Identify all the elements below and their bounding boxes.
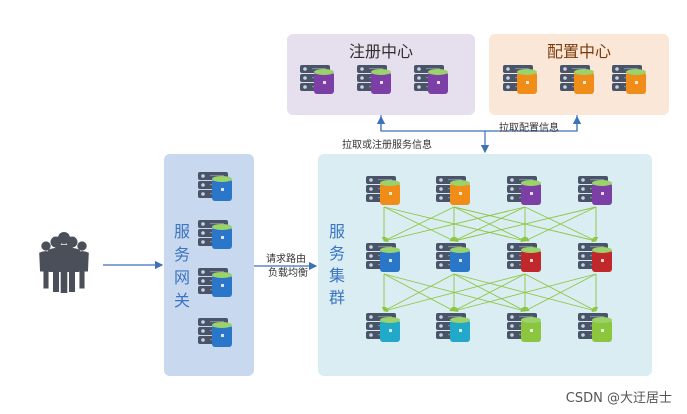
mesh-edge	[453, 273, 597, 313]
mesh-edge	[383, 273, 526, 313]
gateway-title: 服 务 网 关	[174, 222, 190, 310]
pull-config-label: 拉取配置信息	[499, 121, 559, 134]
registry-title: 注册中心	[349, 42, 413, 61]
cluster-server-r3c2	[436, 313, 470, 342]
svg-text:群: 群	[329, 288, 345, 307]
registry-server-1	[300, 65, 334, 94]
people-group-icon	[39, 231, 89, 293]
mesh-edge	[524, 206, 597, 242]
cluster-server-r2c3	[507, 243, 541, 272]
svg-text:集: 集	[329, 266, 345, 285]
cluster-server-r2c2	[436, 243, 470, 272]
gateway-server-4	[198, 318, 232, 347]
svg-text:务: 务	[329, 244, 345, 263]
config-server-3	[612, 65, 646, 94]
watermark: CSDN @大迂居士	[566, 391, 672, 406]
registry-server-3	[414, 65, 448, 94]
gateway-server-3	[198, 268, 232, 297]
cluster-title: 服 务 集 群	[329, 222, 345, 307]
mesh-edge	[453, 206, 597, 243]
registry-server-2	[357, 65, 391, 94]
cluster-call-mesh	[381, 206, 599, 313]
svg-text:服: 服	[174, 222, 190, 241]
cluster-panel	[318, 154, 652, 376]
config-server-2	[560, 65, 594, 94]
svg-text:服: 服	[329, 222, 345, 241]
mesh-edge	[383, 206, 526, 243]
cluster-server-r1c2	[436, 176, 470, 205]
cluster-server-r1c4	[578, 176, 612, 205]
server-nodes	[198, 65, 646, 347]
gateway-panel	[164, 154, 254, 376]
cluster-server-r1c3	[507, 176, 541, 205]
route-label-line2: 负载均衡	[268, 266, 308, 279]
pull-or-register-label: 拉取或注册服务信息	[342, 138, 432, 151]
cluster-server-r2c1	[366, 243, 400, 272]
route-label-line1: 请求路由	[266, 252, 306, 265]
mesh-edge	[383, 273, 455, 312]
cluster-server-r1c1	[366, 176, 400, 205]
mesh-edge	[453, 273, 526, 312]
mesh-edge	[524, 273, 597, 312]
gateway-server-1	[198, 172, 232, 201]
cluster-server-r3c1	[366, 313, 400, 342]
gateway-server-2	[198, 220, 232, 249]
cluster-server-r3c4	[578, 313, 612, 342]
config-server-1	[503, 65, 537, 94]
svg-text:网: 网	[174, 268, 190, 287]
config-title: 配置中心	[547, 42, 611, 61]
svg-text:务: 务	[174, 245, 190, 264]
cluster-server-r3c3	[507, 313, 541, 342]
svg-text:关: 关	[174, 291, 190, 310]
mesh-edge	[453, 206, 526, 242]
cluster-server-r2c4	[578, 243, 612, 272]
mesh-edge	[383, 206, 455, 242]
